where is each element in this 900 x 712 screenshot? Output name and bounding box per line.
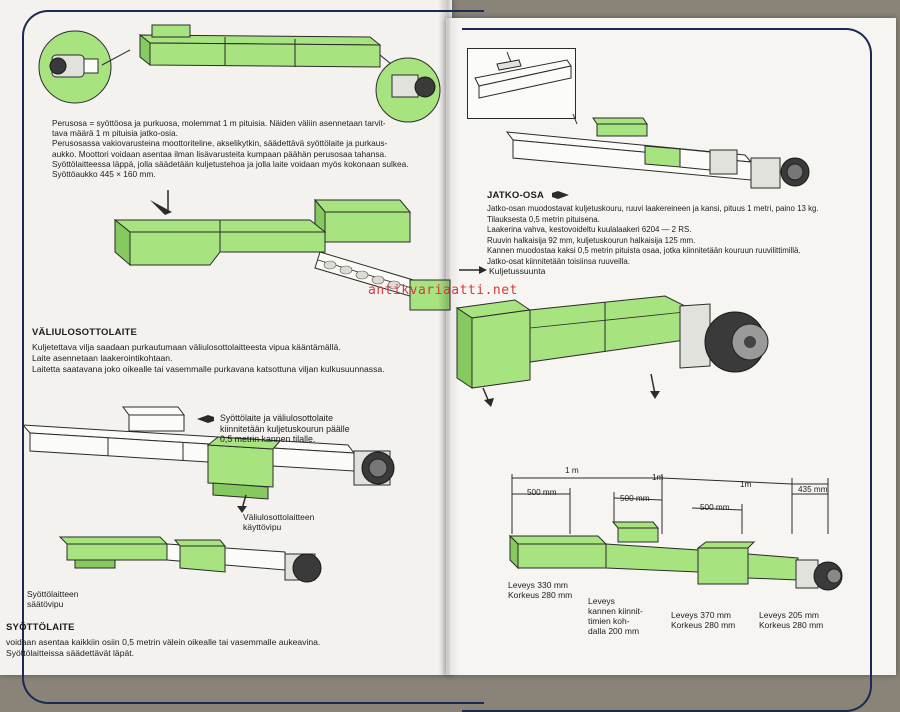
feeder-lever-line: säätövipu: [27, 599, 64, 609]
label-width-370: Leveys 370 mm Korkeus 280 mm: [671, 610, 735, 630]
mount-note-line: Syöttölaite ja väliulosottolaite: [220, 413, 333, 423]
page-gutter-shadow: [438, 0, 460, 675]
width-205-line: Leveys 205 mm: [759, 610, 819, 620]
valiulos-line: Kuljetettava vilja saadaan purkautumaan …: [32, 342, 341, 352]
jatko-text: Jatko-osan muodostavat kuljetuskouru, ru…: [487, 204, 819, 267]
watermark-text: antikvariaatti.net: [368, 283, 518, 298]
jatko-line: Kannen muodostaa kaksi 0,5 metrin pituis…: [487, 246, 801, 255]
overview-conveyor-illustration: [38, 24, 441, 123]
width-330-line: Leveys 330 mm: [508, 580, 568, 590]
jatko-line: Jatko-osan muodostavat kuljetuskouru, ru…: [487, 204, 819, 213]
jatko-line: Jatko-osat kiinnitetään toisiinsa ruuvei…: [487, 256, 630, 266]
intro-line: Perusosassa vakiovarusteina moottoriteli…: [52, 138, 388, 149]
valiulos-line: Laite asennetaan laakerointikohtaan.: [32, 353, 173, 363]
discharge-motor-illustration: [455, 266, 769, 407]
direction-label: Kuljetussuunta: [489, 266, 546, 276]
discharge-lever-line: käyttövipu: [243, 522, 282, 532]
mount-note-line: 0,5 metrin kannen tilalle.: [220, 434, 316, 444]
width-330-line: Korkeus 280 mm: [508, 590, 573, 600]
intro-line: aukko. Moottori voidaan asentaa ilman li…: [52, 148, 387, 159]
mount-note: Syöttölaite ja väliulosottolaite kiinnit…: [220, 413, 350, 445]
width-200-line: timien koh-: [588, 616, 630, 626]
valiulos-text: Kuljetettava vilja saadaan purkautumaan …: [32, 342, 385, 375]
feeder-lever-label: Syöttölaitteen säätövipu: [27, 589, 79, 609]
intro-line: Syöttölaitteessa läppä, jolla säädetään …: [52, 158, 409, 169]
valiulos-line: Laitetta saatavana joko oikealle tai vas…: [32, 364, 385, 374]
dim-500-b: 500 mm: [620, 494, 650, 503]
label-width-330: Leveys 330 mm Korkeus 280 mm: [508, 580, 572, 600]
dimension-lines: [511, 474, 829, 534]
feeder-bottom-conveyor-illustration: [58, 536, 322, 583]
label-width-200: Leveys kannen kiinnit- timien koh- dalla…: [588, 596, 643, 636]
syotto-text: voidaan asentaa kaikkiin osiin 0,5 metri…: [6, 637, 320, 659]
extension-section-illustration: [505, 113, 810, 189]
width-200-line: Leveys: [588, 596, 615, 606]
assembly-detail-inset: [467, 48, 576, 119]
width-370-line: Korkeus 280 mm: [671, 620, 736, 630]
discharge-lever-label: Väliulosottolaitteen käyttövipu: [243, 512, 314, 532]
width-200-line: kannen kiinnit-: [588, 606, 643, 616]
dim-1m-b: 1m: [652, 473, 664, 482]
syotto-heading: SYÖTTÖLAITE: [6, 622, 75, 633]
jatko-heading: JATKO-OSA: [487, 190, 545, 201]
mount-note-line: kiinnitetään kuljetuskourun päälle: [220, 423, 350, 434]
intro-line: tava määrä 1 m pituisia jatko-osia.: [52, 128, 178, 139]
dim-435: 435 mm: [798, 485, 828, 494]
jatko-line: Laakerina vahva, kestovoideltu kuulalaak…: [487, 225, 692, 234]
discharge-conveyor-illustration: [21, 406, 395, 513]
width-200-line: dalla 200 mm: [588, 626, 640, 636]
dim-500-c: 500 mm: [700, 503, 730, 512]
pointing-hand-icon: [197, 415, 214, 423]
intro-text: Perusosa = syöttöosa ja purkuosa, molemm…: [52, 118, 409, 179]
syotto-line: Syöttölaitteissa säädettävät läpät.: [6, 648, 135, 658]
label-width-205: Leveys 205 mm Korkeus 280 mm: [759, 610, 823, 630]
jatko-line: Tilauksesta 0,5 metrin pituisena.: [487, 214, 600, 224]
width-370-line: Leveys 370 mm: [671, 610, 731, 620]
valiulos-heading: VÄLIULOSOTTOLAITE: [32, 327, 138, 338]
dim-1m-a: 1 m: [565, 466, 579, 475]
feeder-conveyor-illustration: [113, 190, 451, 311]
width-205-line: Korkeus 280 mm: [759, 620, 824, 630]
dimensioned-conveyor-illustration: [508, 521, 843, 591]
intro-line: Syöttöaukko 445 × 160 mm.: [52, 169, 156, 180]
discharge-lever-line: Väliulosottolaitteen: [243, 512, 315, 522]
feeder-lever-line: Syöttölaitteen: [27, 589, 79, 599]
dim-1m-c: 1m: [740, 480, 752, 489]
pointing-hand-icon: [552, 191, 569, 199]
intro-line: Perusosa = syöttöosa ja purkuosa, molemm…: [52, 118, 386, 128]
syotto-line: voidaan asentaa kaikkiin osiin 0,5 metri…: [6, 637, 321, 647]
jatko-line: Ruuvin halkaisija 92 mm, kuljetuskourun …: [487, 235, 696, 245]
dim-500-a: 500 mm: [527, 488, 557, 497]
